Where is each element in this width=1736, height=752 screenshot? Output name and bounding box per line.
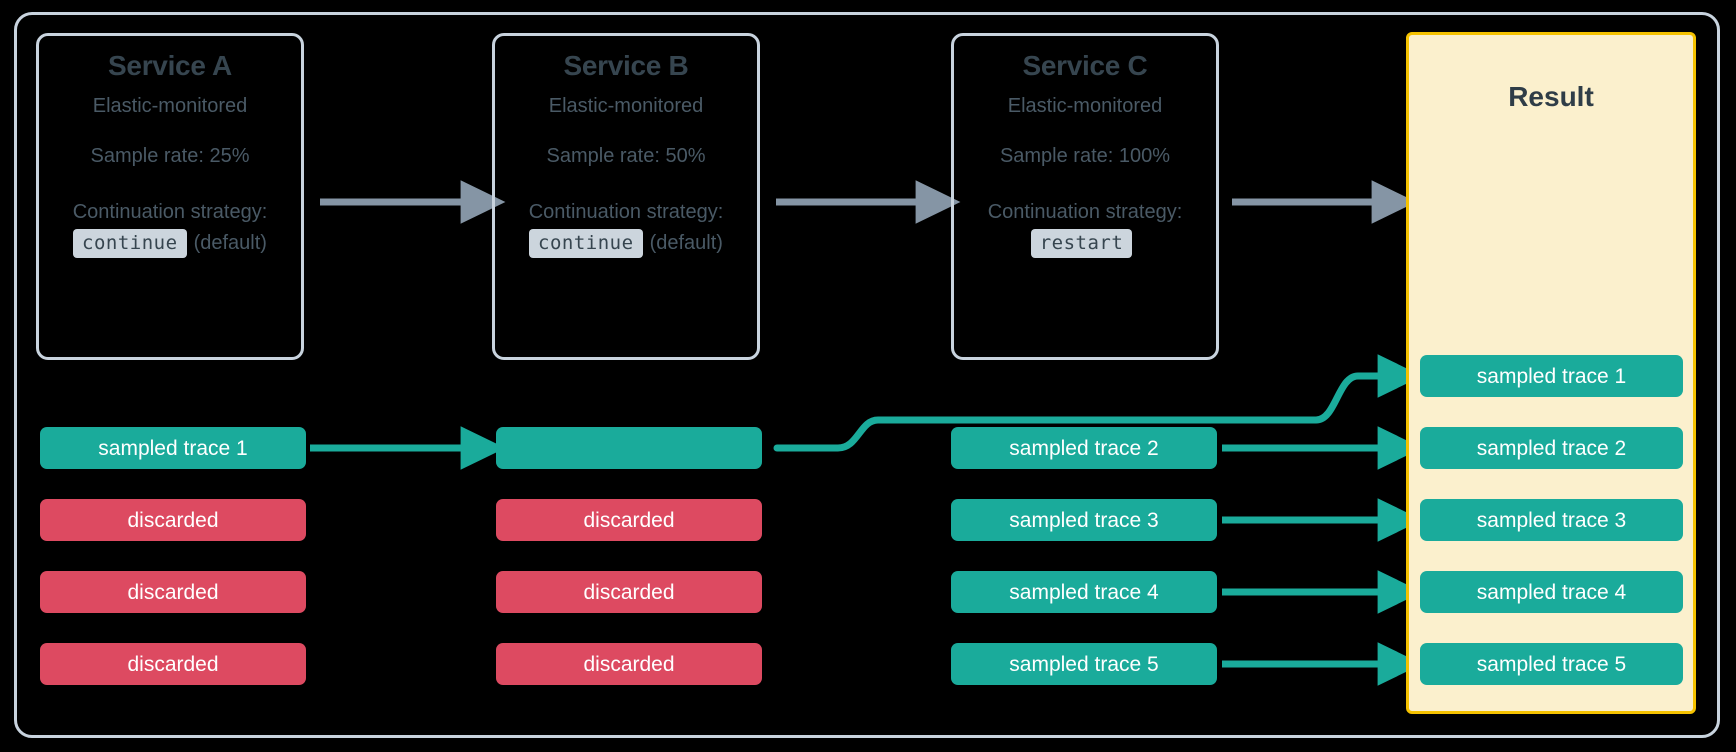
service-b-strategy-note: (default) [649, 232, 723, 254]
service-a-strategy-note: (default) [193, 232, 267, 254]
column-c-bar-1-label: sampled trace 2 [1009, 436, 1159, 460]
service-c-subtitle: Elastic-monitored [1007, 95, 1163, 117]
service-box-c[interactable]: Service C Elastic-monitored Sample rate:… [951, 33, 1219, 360]
service-a-strategy-chip: continue [73, 229, 187, 258]
column-b-bar-2-label: discarded [583, 508, 675, 532]
column-c-bar-4-label: sampled trace 5 [1009, 652, 1159, 676]
column-a-bar-3[interactable]: discarded [40, 571, 306, 613]
column-a-bar-1-label: sampled trace 1 [98, 436, 248, 460]
column-b-bar-3-label: discarded [583, 580, 675, 604]
column-c-bar-2[interactable]: sampled trace 3 [951, 499, 1217, 541]
column-b-bar-2[interactable]: discarded [496, 499, 762, 541]
column-c-bar-3[interactable]: sampled trace 4 [951, 571, 1217, 613]
result-bar-1[interactable]: sampled trace 1 [1420, 355, 1683, 397]
service-b-sample-rate: Sample rate: 50% [546, 145, 706, 167]
result-bar-2[interactable]: sampled trace 2 [1420, 427, 1683, 469]
service-b-subtitle: Elastic-monitored [548, 95, 704, 117]
service-box-b[interactable]: Service B Elastic-monitored Sample rate:… [492, 33, 760, 360]
column-c-bar-2-label: sampled trace 3 [1009, 508, 1159, 532]
result-bar-5-label: sampled trace 5 [1476, 652, 1627, 676]
service-c-strategy-value-row: restart [1030, 229, 1140, 258]
column-c-bar-3-label: sampled trace 4 [1009, 580, 1159, 604]
service-c-strategy-label: Continuation strategy: [987, 201, 1183, 223]
service-b-strategy-value-row: continue (default) [529, 229, 723, 258]
service-a-subtitle: Elastic-monitored [92, 95, 248, 117]
service-c-sample-rate: Sample rate: 100% [999, 145, 1171, 167]
column-a-bar-4[interactable]: discarded [40, 643, 306, 685]
curve-trace1-b-to-result [773, 354, 1423, 452]
column-b-bar-1[interactable] [496, 427, 762, 469]
column-b-bar-4-label: discarded [583, 652, 675, 676]
column-c-bar-4[interactable]: sampled trace 5 [951, 643, 1217, 685]
result-bar-4[interactable]: sampled trace 4 [1420, 571, 1683, 613]
service-a-strategy-label: Continuation strategy: [72, 201, 268, 223]
column-a-bar-2[interactable]: discarded [40, 499, 306, 541]
column-a-bar-4-label: discarded [127, 652, 219, 676]
result-bar-3-label: sampled trace 3 [1476, 508, 1627, 532]
column-c-bar-1[interactable]: sampled trace 2 [951, 427, 1217, 469]
service-a-title: Service A [108, 50, 232, 81]
result-bar-4-label: sampled trace 4 [1476, 580, 1627, 604]
service-box-a[interactable]: Service A Elastic-monitored Sample rate:… [36, 33, 304, 360]
column-a-bar-2-label: discarded [127, 508, 219, 532]
service-b-strategy-label: Continuation strategy: [528, 201, 724, 223]
service-a-strategy-value-row: continue (default) [73, 229, 267, 258]
result-bar-2-label: sampled trace 2 [1476, 436, 1627, 460]
result-bar-3[interactable]: sampled trace 3 [1420, 499, 1683, 541]
result-bar-5[interactable]: sampled trace 5 [1420, 643, 1683, 685]
service-b-strategy-chip: continue [529, 229, 643, 258]
column-a-bar-3-label: discarded [127, 580, 219, 604]
result-bar-1-label: sampled trace 1 [1476, 364, 1627, 388]
column-a-bar-1[interactable]: sampled trace 1 [40, 427, 306, 469]
column-b-bar-4[interactable]: discarded [496, 643, 762, 685]
service-c-title: Service C [1022, 50, 1148, 81]
service-b-title: Service B [563, 50, 689, 81]
service-a-sample-rate: Sample rate: 25% [90, 145, 250, 167]
result-title: Result [1508, 81, 1594, 112]
trace-flow-arrows [310, 354, 1423, 686]
service-c-strategy-chip: restart [1030, 229, 1133, 258]
column-b-bar-3[interactable]: discarded [496, 571, 762, 613]
